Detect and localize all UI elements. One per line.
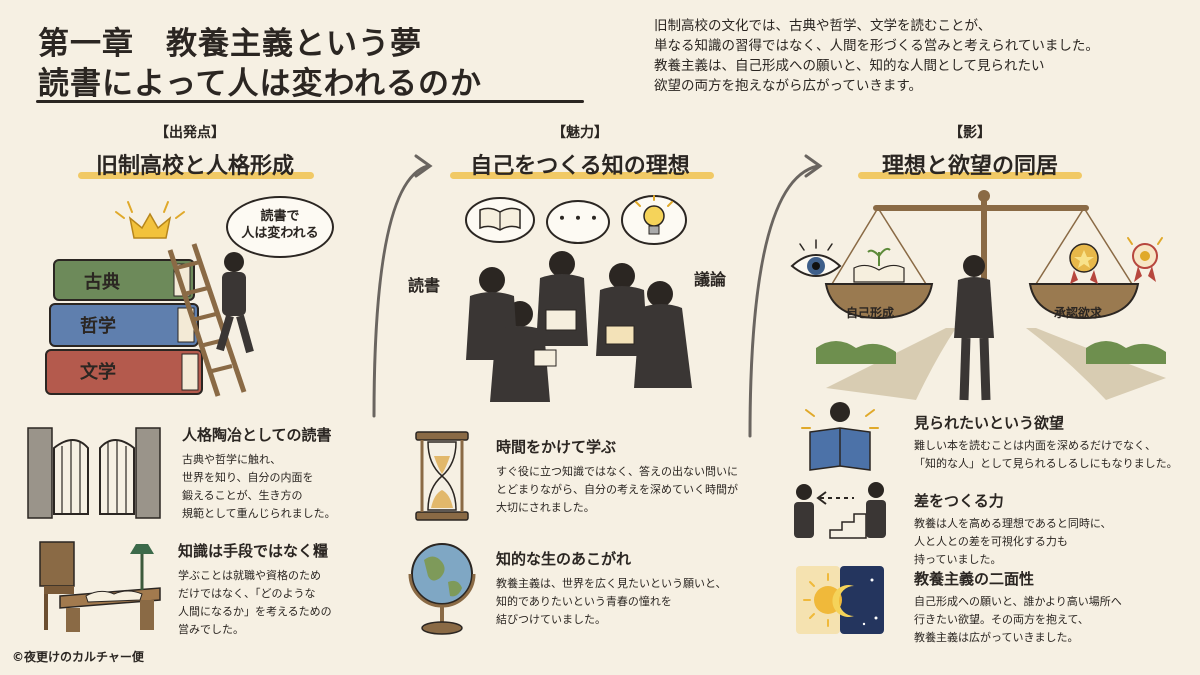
section2-heading: 自己をつくる知の理想 <box>470 154 690 179</box>
thought-dots: ・・・ <box>553 209 602 228</box>
section1-highlight <box>78 172 314 179</box>
status-gap-icon <box>794 482 886 539</box>
speech-bubble: 読書で 人は変われる <box>226 196 334 258</box>
section2-item-2: 知的な生のあこがれ 教養主義は、世界を広く見たいという願いと、 知的でありたいと… <box>496 548 727 629</box>
study-desk-icon <box>39 541 161 632</box>
side-label-discussion: 議論 <box>694 270 727 289</box>
item-title: 人格陶冶としての読書 <box>182 426 332 444</box>
item-body-line: 人と人との差を可視化する力も <box>914 535 1068 548</box>
item-body-line: 知的でありたいという青春の憧れを <box>496 595 672 608</box>
item-body-line: 規範として重んじられました。 <box>182 507 336 520</box>
item-title: 差をつくる力 <box>914 492 1004 510</box>
item-body-line: 結びつけていました。 <box>496 613 606 626</box>
title-underline <box>36 100 584 103</box>
scale-label-recognition: 承認欲求 <box>1054 306 1103 320</box>
reading-student-icon <box>801 402 879 471</box>
intro-text: 旧制高校の文化では、古典や哲学、文学を読むことが、 単なる知識の習得ではなく、人… <box>654 16 1099 96</box>
item-body-line: 行きたい欲望。その両方を抱えて、 <box>914 613 1089 626</box>
dots-thought-bubble: ・・・ <box>546 200 610 244</box>
item-body-line: 世界を知り、自分の内面を <box>182 471 314 484</box>
item-title: 教養主義の二面性 <box>914 570 1035 588</box>
item-title: 知識は手段ではなく糧 <box>178 542 329 560</box>
section1-heading: 旧制高校と人格形成 <box>95 154 294 179</box>
ladder-student-illustration <box>167 243 254 397</box>
item-body-line: 教養主義は広がっていきました。 <box>914 631 1079 644</box>
item-body-line: すぐ役に立つ知識ではなく、答えの出ない問いに <box>496 465 738 478</box>
item-body-line: 持っていました。 <box>914 553 1002 566</box>
book-label-classics: 古典 <box>84 272 120 293</box>
flow-arrow-1 <box>372 154 433 418</box>
intro-line: 単なる知識の習得ではなく、人間を形づくる営みと考えられていました。 <box>654 38 1099 54</box>
page-title-line1: 第一章 教養主義という夢 <box>38 26 422 62</box>
school-gate-icon <box>27 427 161 519</box>
section2-tag: 【魅力】 <box>552 125 608 141</box>
section3-item-3: 教養主義の二面性 自己形成への願いと、誰かより高い場所へ 行きたい欲望。その両方… <box>914 568 1122 647</box>
item-body-line: 難しい本を読むことは内面を深めるだけでなく、 <box>914 439 1156 452</box>
section1-tag: 【出発点】 <box>155 125 225 141</box>
intro-line: 欲望の両方を抱えながら広がっていきます。 <box>654 78 922 94</box>
award-badge-icon <box>1127 237 1163 282</box>
section3-heading: 理想と欲望の同居 <box>881 154 1058 179</box>
eye-icon <box>790 239 842 277</box>
lightbulb-thought-bubble <box>621 195 687 245</box>
copyright-footer: ©夜更けのカルチャー便 <box>12 650 144 664</box>
page-title-line2: 読書によって人は変われるのか <box>38 66 482 102</box>
section2-item-1: 時間をかけて学ぶ すぐ役に立つ知識ではなく、答えの出ない問いに とどまりながら、… <box>496 436 738 517</box>
item-body-line: 古典や哲学に触れ、 <box>182 453 282 466</box>
intro-line: 旧制高校の文化では、古典や哲学、文学を読むことが、 <box>654 18 992 34</box>
section1-item-1: 人格陶冶としての読書 古典や哲学に触れ、 世界を知り、自分の内面を 鍛えることが… <box>182 424 336 523</box>
section3-highlight <box>858 172 1082 179</box>
item-body-line: 教養は人を高める理想であると同時に、 <box>914 517 1112 530</box>
speech-line: 読書で <box>260 209 300 224</box>
section2-highlight <box>450 172 714 179</box>
crown-icon <box>115 201 185 239</box>
hourglass-icon <box>415 431 469 521</box>
side-label-reading: 読書 <box>408 276 441 295</box>
balance-scale-illustration <box>816 190 1166 401</box>
item-body-line: とどまりながら、自分の考えを深めていく時間が <box>496 483 738 496</box>
item-body-line: 営みでした。 <box>178 623 244 636</box>
item-body-line: だけではなく、「どのような <box>178 587 316 600</box>
book-label-literature: 文学 <box>80 362 116 383</box>
item-body-line: 大切にされました。 <box>496 501 595 514</box>
open-book-thought-bubble <box>465 197 535 243</box>
item-body-line: 教養主義は、世界を広く見たいという願いと、 <box>496 577 727 590</box>
section3-item-1: 見られたいという欲望 難しい本を読むことは内面を深めるだけでなく、 「知的な人」… <box>914 412 1178 473</box>
item-title: 知的な生のあこがれ <box>496 550 632 568</box>
scale-label-self-formation: 自己形成 <box>846 306 895 320</box>
item-body-line: 「知的な人」として見られるしるしにもなりました。 <box>914 457 1178 470</box>
flow-arrow-2 <box>748 154 823 438</box>
item-title: 見られたいという欲望 <box>914 414 1065 432</box>
sun-moon-icon <box>796 566 884 634</box>
book-label-philosophy: 哲学 <box>80 316 116 337</box>
item-body-line: 人間になるか」を考えるための <box>178 605 332 618</box>
item-body-line: 学ぶことは就職や資格のため <box>178 569 321 582</box>
item-body-line: 鍛えることが、生き方の <box>182 489 303 502</box>
section1-item-2: 知識は手段ではなく糧 学ぶことは就職や資格のため だけではなく、「どのような 人… <box>178 540 332 639</box>
globe-icon <box>408 543 476 635</box>
item-body-line: 自己形成への願いと、誰かより高い場所へ <box>914 595 1122 608</box>
speech-line: 人は変われる <box>241 226 319 241</box>
section3-item-2: 差をつくる力 教養は人を高める理想であると同時に、 人と人との差を可視化する力も… <box>914 490 1112 569</box>
item-title: 時間をかけて学ぶ <box>496 438 617 456</box>
section3-tag: 【影】 <box>949 125 991 141</box>
intro-line: 教養主義は、自己形成への願いと、知的な人間として見られたい <box>654 58 1045 74</box>
students-discussion-illustration <box>466 251 692 402</box>
